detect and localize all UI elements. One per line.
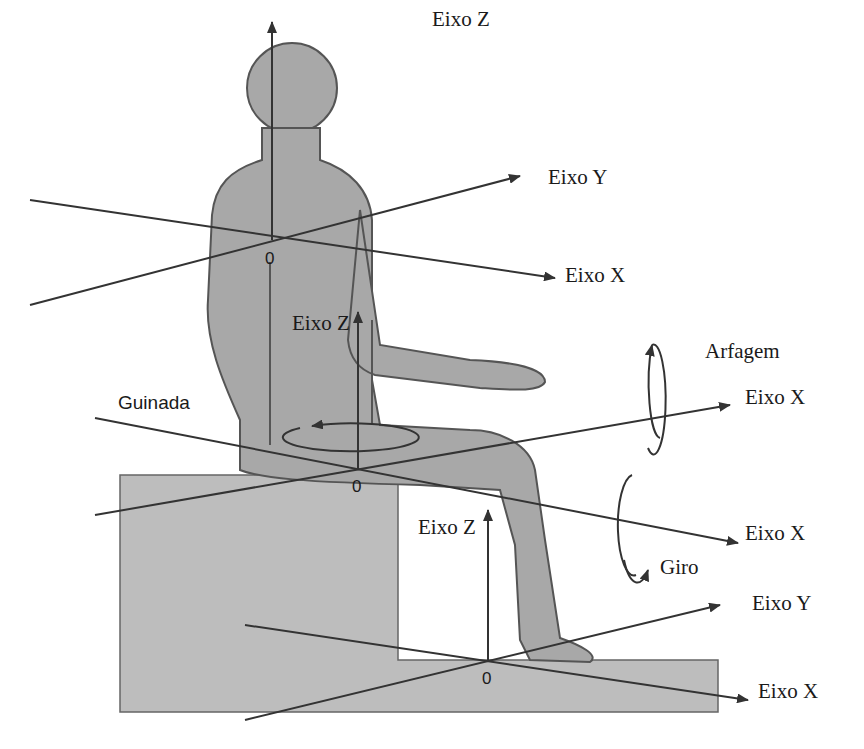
axis-label: Eixo X [758, 680, 818, 703]
axis-label: Eixo X [745, 386, 805, 409]
origin-label: 0 [352, 478, 361, 497]
axis-label: Eixo Z [432, 8, 490, 31]
axis-label: Eixo Y [548, 166, 607, 189]
axis-label: Eixo Z [418, 516, 476, 539]
origin-label: 0 [482, 670, 491, 689]
rotation-label: Guinada [118, 393, 190, 414]
axis-label: Eixo Y [752, 592, 811, 615]
origin-label: 0 [265, 250, 274, 269]
axis-label: Eixo X [565, 264, 625, 287]
rotation-label: Giro [660, 556, 699, 579]
rotation-label: Arfagem [705, 340, 780, 363]
axis-label: Eixo Z [292, 312, 350, 335]
axis-label: Eixo X [745, 522, 805, 545]
